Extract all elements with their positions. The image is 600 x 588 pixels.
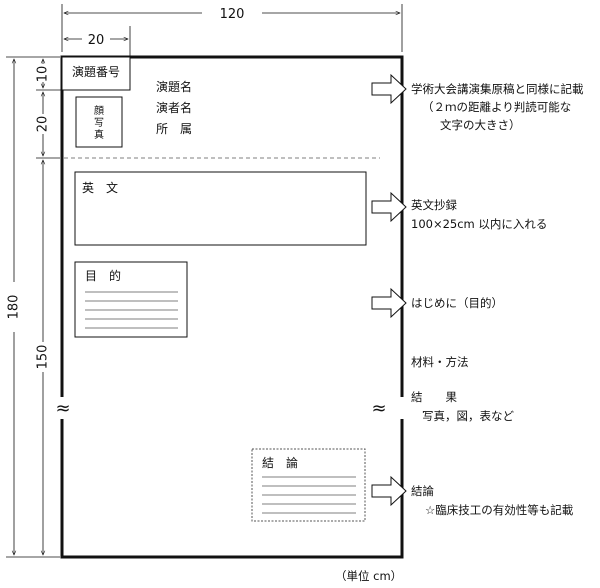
conclusion-box [251,448,366,522]
face-photo-char-3: 真 [94,128,104,141]
note-intro: はじめに（目的） [411,296,503,310]
note-materials: 材料・方法 [411,355,469,369]
note-english-line-2: 100×25cm 以内に入れる [411,217,547,231]
purpose-box [74,261,188,338]
note-results-detail: 写真，図，表など [422,409,514,423]
dimension-width-label: 120 [220,7,245,22]
conclusion-lines [262,476,356,514]
dimension-row-top-label: 10 [36,66,51,83]
dimension-width-120: 120 [61,4,403,52]
purpose-label: 目 的 [85,268,121,283]
english-abstract-box [74,171,367,246]
note-header-line-3: 文字の大きさ） [440,118,521,132]
note-header-line-1: 学術大会講演集原稿と同様に記載 [411,82,584,96]
arrow-intro-note [371,287,407,319]
abstract-number-label: 演題番号 [72,64,120,79]
note-english-line-1: 英文抄録 [411,198,457,212]
dimension-height-label: 180 [7,295,22,320]
face-photo-char-1: 顔 [94,104,104,117]
abstract-number-box [61,56,131,91]
note-conclusion-detail: ☆臨床技工の有効性等も記載 [425,503,574,517]
dimension-height-180: 180 [6,56,60,558]
arrow-english-note [371,191,407,223]
title-label: 演題名 [156,79,192,94]
dimension-photo-offset-20: 20 [64,26,131,60]
purpose-lines [85,291,178,329]
face-photo-char-2: 写 [94,117,104,129]
arrow-header-note [371,73,407,105]
english-abstract-label: 英 文 [82,180,118,195]
break-mark-right: ≈ [371,398,386,419]
note-conclusion-title: 結論 [411,484,434,498]
arrow-conclusion-note [371,475,407,507]
affiliation-label: 所 属 [156,122,192,136]
note-results-title: 結 果 [411,390,457,404]
unit-label: （単位 cm） [335,569,402,583]
note-header-line-2: （２ｍの距離より判読可能な [422,100,571,114]
conclusion-box-label: 結 論 [262,455,298,470]
presenter-label: 演者名 [156,100,192,115]
face-photo-box [75,96,123,148]
break-mark-left: ≈ [55,398,70,419]
dimension-row-second-label: 20 [36,116,51,133]
dimension-body-height-label: 150 [36,345,51,370]
dimension-photo-offset-label: 20 [88,33,105,48]
dimension-rows: 10 20 150 [35,59,70,555]
